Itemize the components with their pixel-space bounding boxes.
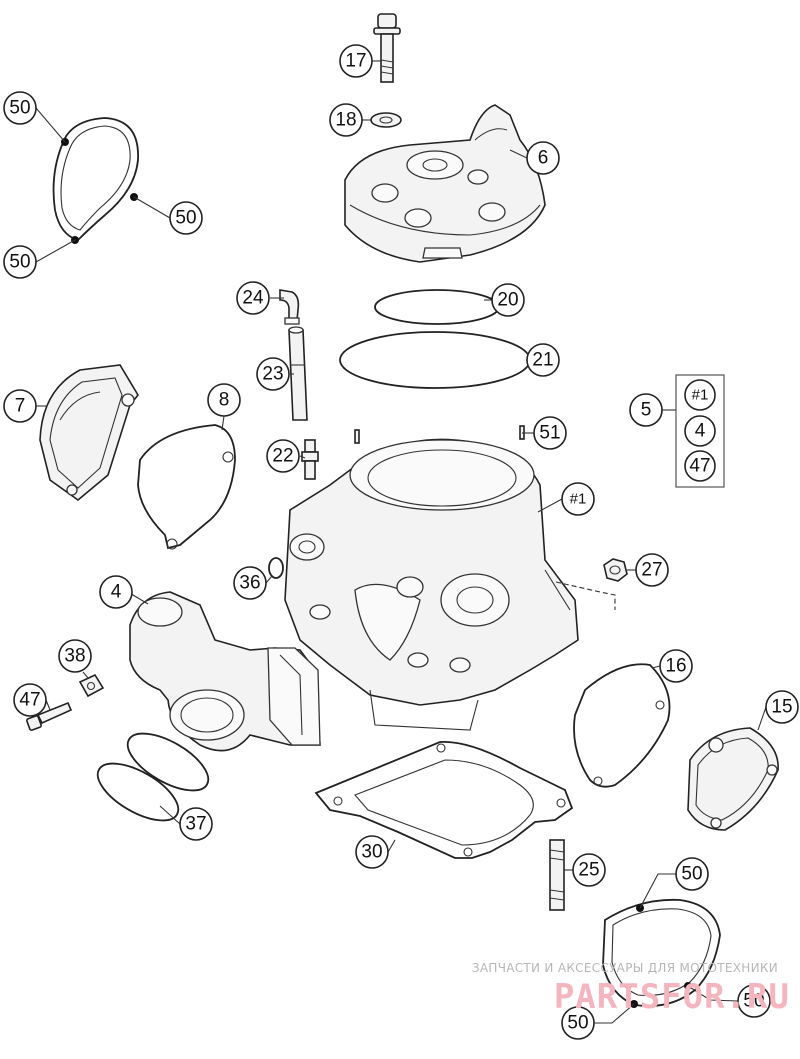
gasket-21-drawing [339, 331, 531, 389]
stud-25-drawing [549, 839, 565, 911]
callout-6: 6 [526, 141, 560, 175]
callout-4-label: 4 [695, 421, 706, 442]
callout-50-bottom-right-a: 50 [675, 857, 709, 891]
callout-24-label: 24 [242, 288, 264, 309]
callout-16-label: 16 [665, 656, 686, 677]
callout-1-label: #1 [692, 387, 709, 404]
callout-36: 36 [233, 566, 267, 600]
callout-22: 22 [266, 439, 300, 473]
callout-50-top-left-c: 50 [3, 245, 37, 279]
callout-50-label: 50 [175, 208, 196, 229]
callout-25-label: 25 [578, 860, 599, 881]
nipple-22-drawing [301, 439, 319, 480]
callout-17-label: 17 [345, 51, 366, 72]
callout-1-label: #1 [570, 491, 587, 508]
callout-4: 4 [99, 575, 133, 609]
callout-36-label: 36 [239, 573, 260, 594]
callout-18-label: 18 [335, 110, 356, 131]
callout-47-label: 47 [19, 690, 40, 711]
callout-30-label: 30 [361, 842, 382, 863]
intake-manifold-4-drawing [129, 591, 321, 752]
leader-lines [35, 60, 767, 1024]
callout-6-label: 6 [538, 148, 549, 169]
callout-15: 15 [765, 690, 799, 724]
callout-24: 24 [236, 281, 270, 315]
callout-30: 30 [355, 835, 389, 869]
callout-20-label: 20 [497, 290, 518, 311]
fitting-24-drawing [279, 289, 300, 325]
callout-23-label: 23 [262, 364, 283, 385]
callout-50-top-left-a: 50 [3, 91, 37, 125]
callout-1: #1 [561, 482, 595, 516]
gasket-50-top-left-drawing [52, 117, 139, 244]
watermark-subtitle: ЗАПЧАСТИ И АКСЕССУАРЫ ДЛЯ МОТОТЕХНИКИ [472, 961, 778, 975]
callout-7-label: 7 [15, 396, 26, 417]
callout-5-set-item-4: 4 [684, 415, 716, 447]
callout-5-set-item-47: 47 [684, 450, 716, 482]
callout-47: 47 [13, 683, 47, 717]
hose-23-drawing [288, 326, 308, 421]
callout-38: 38 [58, 639, 92, 673]
washer-18-drawing [370, 112, 402, 128]
callout-50-label: 50 [9, 252, 30, 273]
callout-21-label: 21 [532, 350, 553, 371]
watermark-brand: PARTSFOR.RU [554, 977, 790, 1017]
callout-17: 17 [339, 44, 373, 78]
callout-8-label: 8 [219, 390, 230, 411]
gaskets-37-drawing [96, 732, 210, 822]
cover-7-drawing [39, 364, 139, 502]
callout-50-label: 50 [681, 864, 702, 885]
callout-50-label: 50 [9, 98, 30, 119]
callout-27-label: 27 [641, 560, 662, 581]
callout-23: 23 [256, 357, 290, 391]
callout-47-label: 47 [689, 456, 710, 477]
base-gasket-30-drawing [314, 741, 574, 859]
callout-15-label: 15 [771, 697, 792, 718]
callout-37: 37 [179, 807, 213, 841]
gasket-8-drawing [137, 424, 236, 550]
o-ring-20-drawing [374, 289, 500, 325]
callout-4-label: 4 [111, 582, 122, 603]
callout-16: 16 [659, 649, 693, 683]
callout-21: 21 [526, 343, 560, 377]
cover-15-drawing [687, 727, 779, 831]
callout-22-label: 22 [272, 446, 293, 467]
plate-38-drawing [78, 673, 105, 698]
gasket-16-drawing [573, 663, 671, 788]
callout-5-label: 5 [641, 400, 652, 421]
callout-50-bottom-right-b: 50 [737, 984, 771, 1018]
callout-50-bottom-right-c: 50 [561, 1006, 595, 1040]
callout-51-label: 51 [539, 423, 560, 444]
callout-27: 27 [635, 553, 669, 587]
callout-18: 18 [329, 103, 363, 137]
o-ring-36-drawing [268, 557, 284, 579]
bolt-17-drawing [373, 13, 401, 83]
cylinder-head-6-drawing [344, 104, 546, 263]
screw-47-drawing [26, 701, 73, 731]
callout-50-label: 50 [743, 991, 764, 1012]
callout-50-label: 50 [567, 1013, 588, 1034]
gasket-50-bottom-right-drawing [602, 898, 721, 1008]
callout-51: 51 [533, 416, 567, 450]
watermark: ЗАПЧАСТИ И АКСЕССУАРЫ ДЛЯ МОТОТЕХНИКИ PA… [472, 961, 790, 1017]
set-5-box [675, 374, 725, 488]
callout-37-label: 37 [185, 814, 206, 835]
callout-25: 25 [572, 853, 606, 887]
callout-50-top-left-b: 50 [169, 201, 203, 235]
callout-5: 5 [629, 393, 676, 427]
callout-8: 8 [207, 383, 241, 417]
callout-20: 20 [491, 283, 525, 317]
callout-7: 7 [3, 389, 37, 423]
callout-5-set-item-1: #1 [684, 379, 716, 411]
cylinder-1-drawing [284, 438, 579, 731]
callout-38-label: 38 [64, 646, 85, 667]
nut-27-drawing [555, 558, 628, 610]
